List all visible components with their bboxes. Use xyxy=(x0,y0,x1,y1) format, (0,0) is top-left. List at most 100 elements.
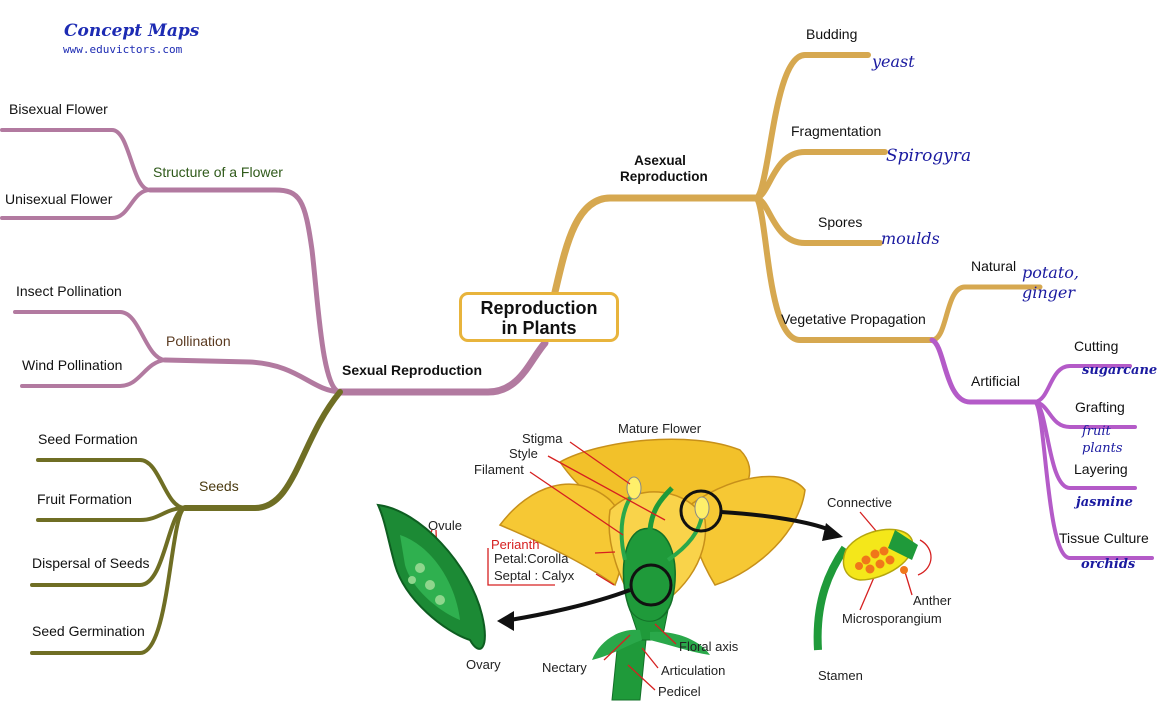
sexual-trunk-branch xyxy=(336,339,549,396)
perianth-label: Perianth xyxy=(491,537,540,552)
asexual-label-line2: Reproduction xyxy=(620,169,708,184)
connective-shape xyxy=(888,530,918,560)
ovule-1 xyxy=(415,563,425,573)
articulation-label: Articulation xyxy=(661,663,726,678)
mature-flower-label: Mature Flower xyxy=(618,421,702,436)
filament-left xyxy=(619,493,634,561)
central-topic-line2: in Plants xyxy=(501,318,577,338)
central-topic-line1: Reproduction xyxy=(480,298,598,318)
ovule-4 xyxy=(408,576,416,584)
pollen-7 xyxy=(855,562,863,570)
filament-label: Filament xyxy=(474,462,524,477)
cutting-label: Cutting xyxy=(1074,338,1119,354)
unisexual-label: Unisexual Flower xyxy=(5,191,113,207)
artificial-label: Artificial xyxy=(971,373,1021,389)
anther-label: Anther xyxy=(913,593,952,608)
grafting-label: Grafting xyxy=(1075,399,1125,415)
insect-pollination-label: Insect Pollination xyxy=(16,283,122,299)
wind-pollination-label: Wind Pollination xyxy=(22,357,123,373)
pollen-3 xyxy=(879,546,889,556)
vegetative-label: Vegetative Propagation xyxy=(781,311,926,327)
fragmentation-branch xyxy=(752,149,888,201)
ovary-inner xyxy=(400,535,460,620)
dispersal-label: Dispersal of Seeds xyxy=(32,555,150,571)
spores-example: moulds xyxy=(881,229,940,248)
pollen-2 xyxy=(870,549,880,559)
seed-formation-branch xyxy=(36,458,187,510)
microsporangium-label: Microsporangium xyxy=(842,611,942,626)
tissue-culture-example: orchids xyxy=(1081,557,1136,572)
flower-illustration xyxy=(376,438,932,701)
fruit-formation-branch xyxy=(36,506,187,522)
pollination-label: Pollination xyxy=(166,333,231,349)
septal-label: Septal : Calyx xyxy=(494,568,575,583)
budding-example: yeast xyxy=(872,52,915,71)
ovule-3 xyxy=(435,595,445,605)
pollen-6 xyxy=(885,555,895,565)
budding-branch xyxy=(752,52,871,201)
anther-zoom-circle xyxy=(679,489,723,533)
anther-arrow-head xyxy=(822,523,843,541)
brand-title: Concept Maps xyxy=(64,21,200,41)
tissue-culture-label: Tissue Culture xyxy=(1059,530,1149,546)
sexual-reproduction-label: Sexual Reproduction xyxy=(342,362,483,378)
connective-label: Connective xyxy=(827,495,893,510)
anther-arrow xyxy=(720,510,831,532)
floral-axis-label: Floral axis xyxy=(679,639,739,654)
ovule-label: Ovule xyxy=(428,518,462,533)
fragmentation-example: Spirogyra xyxy=(886,146,972,166)
ovule-2 xyxy=(425,580,435,590)
vegetative-branch xyxy=(752,195,935,343)
tissue-branch xyxy=(1033,400,1154,560)
pedicel-label: Pedicel xyxy=(658,684,701,699)
germination-branch xyxy=(30,506,187,655)
natural-label: Natural xyxy=(971,258,1017,274)
bisexual-branch xyxy=(0,128,152,192)
style-shape xyxy=(647,486,674,531)
site-url: www.eduvictors.com xyxy=(63,43,183,56)
seeds-branch xyxy=(182,389,343,511)
pollen-5 xyxy=(875,559,885,569)
central-topic: Reproduction in Plants xyxy=(459,292,619,342)
ovary-label: Ovary xyxy=(466,657,501,672)
layering-label: Layering xyxy=(1074,461,1128,477)
ovary-arrow xyxy=(509,588,631,622)
seed-formation-label: Seed Formation xyxy=(38,431,138,447)
artificial-branch xyxy=(929,337,1038,405)
natural-example-line1: potato, xyxy=(1022,263,1079,282)
stamen-label: Stamen xyxy=(818,668,863,683)
ovary-arrow-head xyxy=(497,611,514,631)
grafting-example-line2: plants xyxy=(1082,441,1123,456)
style-label: Style xyxy=(509,446,538,461)
budding-label: Budding xyxy=(806,26,858,42)
asexual-trunk-branch xyxy=(551,194,759,296)
anther-right xyxy=(694,496,710,520)
asexual-label-line1: Asexual xyxy=(634,153,686,168)
ovary-zoom-circle xyxy=(629,563,673,607)
germination-label: Seed Germination xyxy=(32,623,145,639)
natural-branch xyxy=(929,284,1043,343)
pollen-1 xyxy=(861,555,871,565)
insect-branch xyxy=(13,310,167,362)
stigma-label: Stigma xyxy=(522,431,563,446)
pollen-4 xyxy=(865,564,875,574)
stamen-filament xyxy=(813,545,849,651)
sepal-right xyxy=(650,631,710,655)
sepal-left xyxy=(592,629,642,660)
asexual-label: Asexual Reproduction xyxy=(620,153,708,185)
pollen-8 xyxy=(900,566,908,574)
unisexual-branch xyxy=(0,188,152,220)
structure-branch xyxy=(147,187,343,395)
cutting-branch xyxy=(1033,364,1132,404)
spores-label: Spores xyxy=(818,214,863,230)
natural-example-line2: ginger xyxy=(1022,283,1076,302)
nectary-label: Nectary xyxy=(542,660,587,675)
layering-example: jasmine xyxy=(1076,495,1133,510)
seeds-label: Seeds xyxy=(199,478,239,494)
wind-branch xyxy=(20,358,167,388)
pollination-branch xyxy=(162,357,343,395)
cutting-example: sugarcane xyxy=(1082,363,1158,378)
structure-label: Structure of a Flower xyxy=(153,164,283,180)
